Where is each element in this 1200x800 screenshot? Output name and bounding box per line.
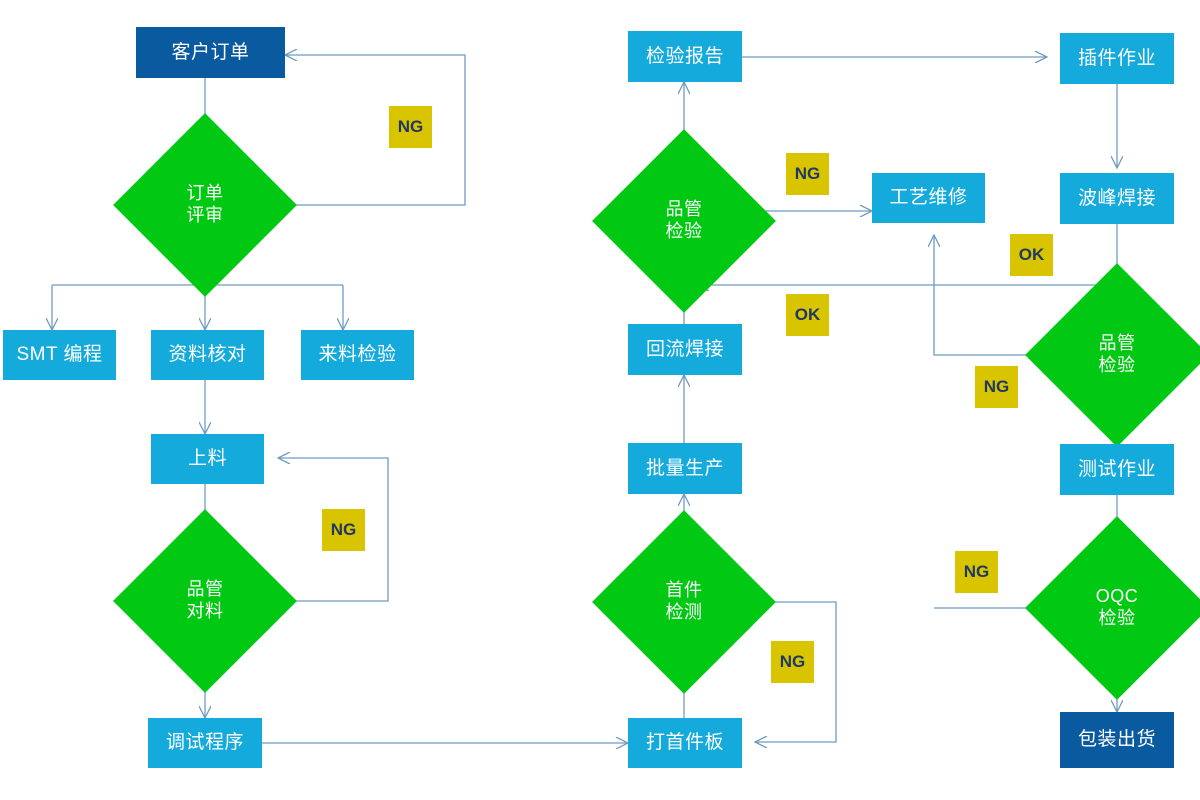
node-mass-production[interactable]: 批量生产: [628, 443, 742, 494]
node-insert-work[interactable]: 插件作业: [1060, 33, 1174, 84]
node-oqc-inspect[interactable]: OQC 检验: [1025, 516, 1200, 700]
edge-label-ok-qc-inspect-1: OK: [786, 294, 829, 336]
node-oqc-inspect-label: OQC 检验: [1095, 586, 1139, 628]
node-order-review[interactable]: 订单 评审: [113, 113, 297, 297]
node-test-work[interactable]: 测试作业: [1060, 444, 1174, 495]
edge-label-ng-order-review: NG: [389, 106, 432, 148]
edge-label-ng-qc-inspect-1: NG: [786, 153, 829, 195]
node-customer-order[interactable]: 客户订单: [136, 27, 285, 78]
node-qc-inspect-2[interactable]: 品管 检验: [1025, 263, 1200, 447]
node-qc-inspect-2-label: 品管 检验: [1098, 333, 1136, 375]
node-incoming-inspection[interactable]: 来料检验: [301, 330, 414, 380]
node-process-repair[interactable]: 工艺维修: [872, 173, 985, 223]
edge-order-review-ng-to-customer-order: [270, 55, 466, 206]
node-qc-inspect-1-label: 品管 检验: [665, 199, 703, 241]
node-inspection-report[interactable]: 检验报告: [628, 31, 742, 82]
edge-label-ng-first-article: NG: [771, 641, 814, 683]
node-first-article-test[interactable]: 首件 检测: [592, 510, 776, 694]
node-first-article-board[interactable]: 打首件板: [628, 718, 742, 768]
node-qc-inspect-1[interactable]: 品管 检验: [592, 129, 776, 313]
node-wave-solder[interactable]: 波峰焊接: [1060, 173, 1174, 224]
node-packing-ship[interactable]: 包装出货: [1060, 712, 1174, 768]
node-first-article-test-label: 首件 检测: [665, 580, 703, 622]
node-data-check[interactable]: 资料核对: [151, 330, 264, 380]
node-order-review-label: 订单 评审: [186, 183, 224, 225]
node-debug-program[interactable]: 调试程序: [148, 718, 262, 768]
node-smt-program[interactable]: SMT 编程: [3, 330, 116, 380]
node-qc-material[interactable]: 品管 对料: [113, 509, 297, 693]
node-qc-material-label: 品管 对料: [186, 579, 224, 621]
node-reflow-solder[interactable]: 回流焊接: [628, 324, 742, 375]
edge-label-ng-qc-inspect-2: NG: [975, 366, 1018, 408]
edge-label-ng-oqc-inspect: NG: [955, 551, 998, 593]
edge-label-ng-qc-material: NG: [322, 509, 365, 551]
node-feeding[interactable]: 上料: [151, 434, 264, 484]
edge-label-ok-wave-solder: OK: [1010, 234, 1053, 276]
